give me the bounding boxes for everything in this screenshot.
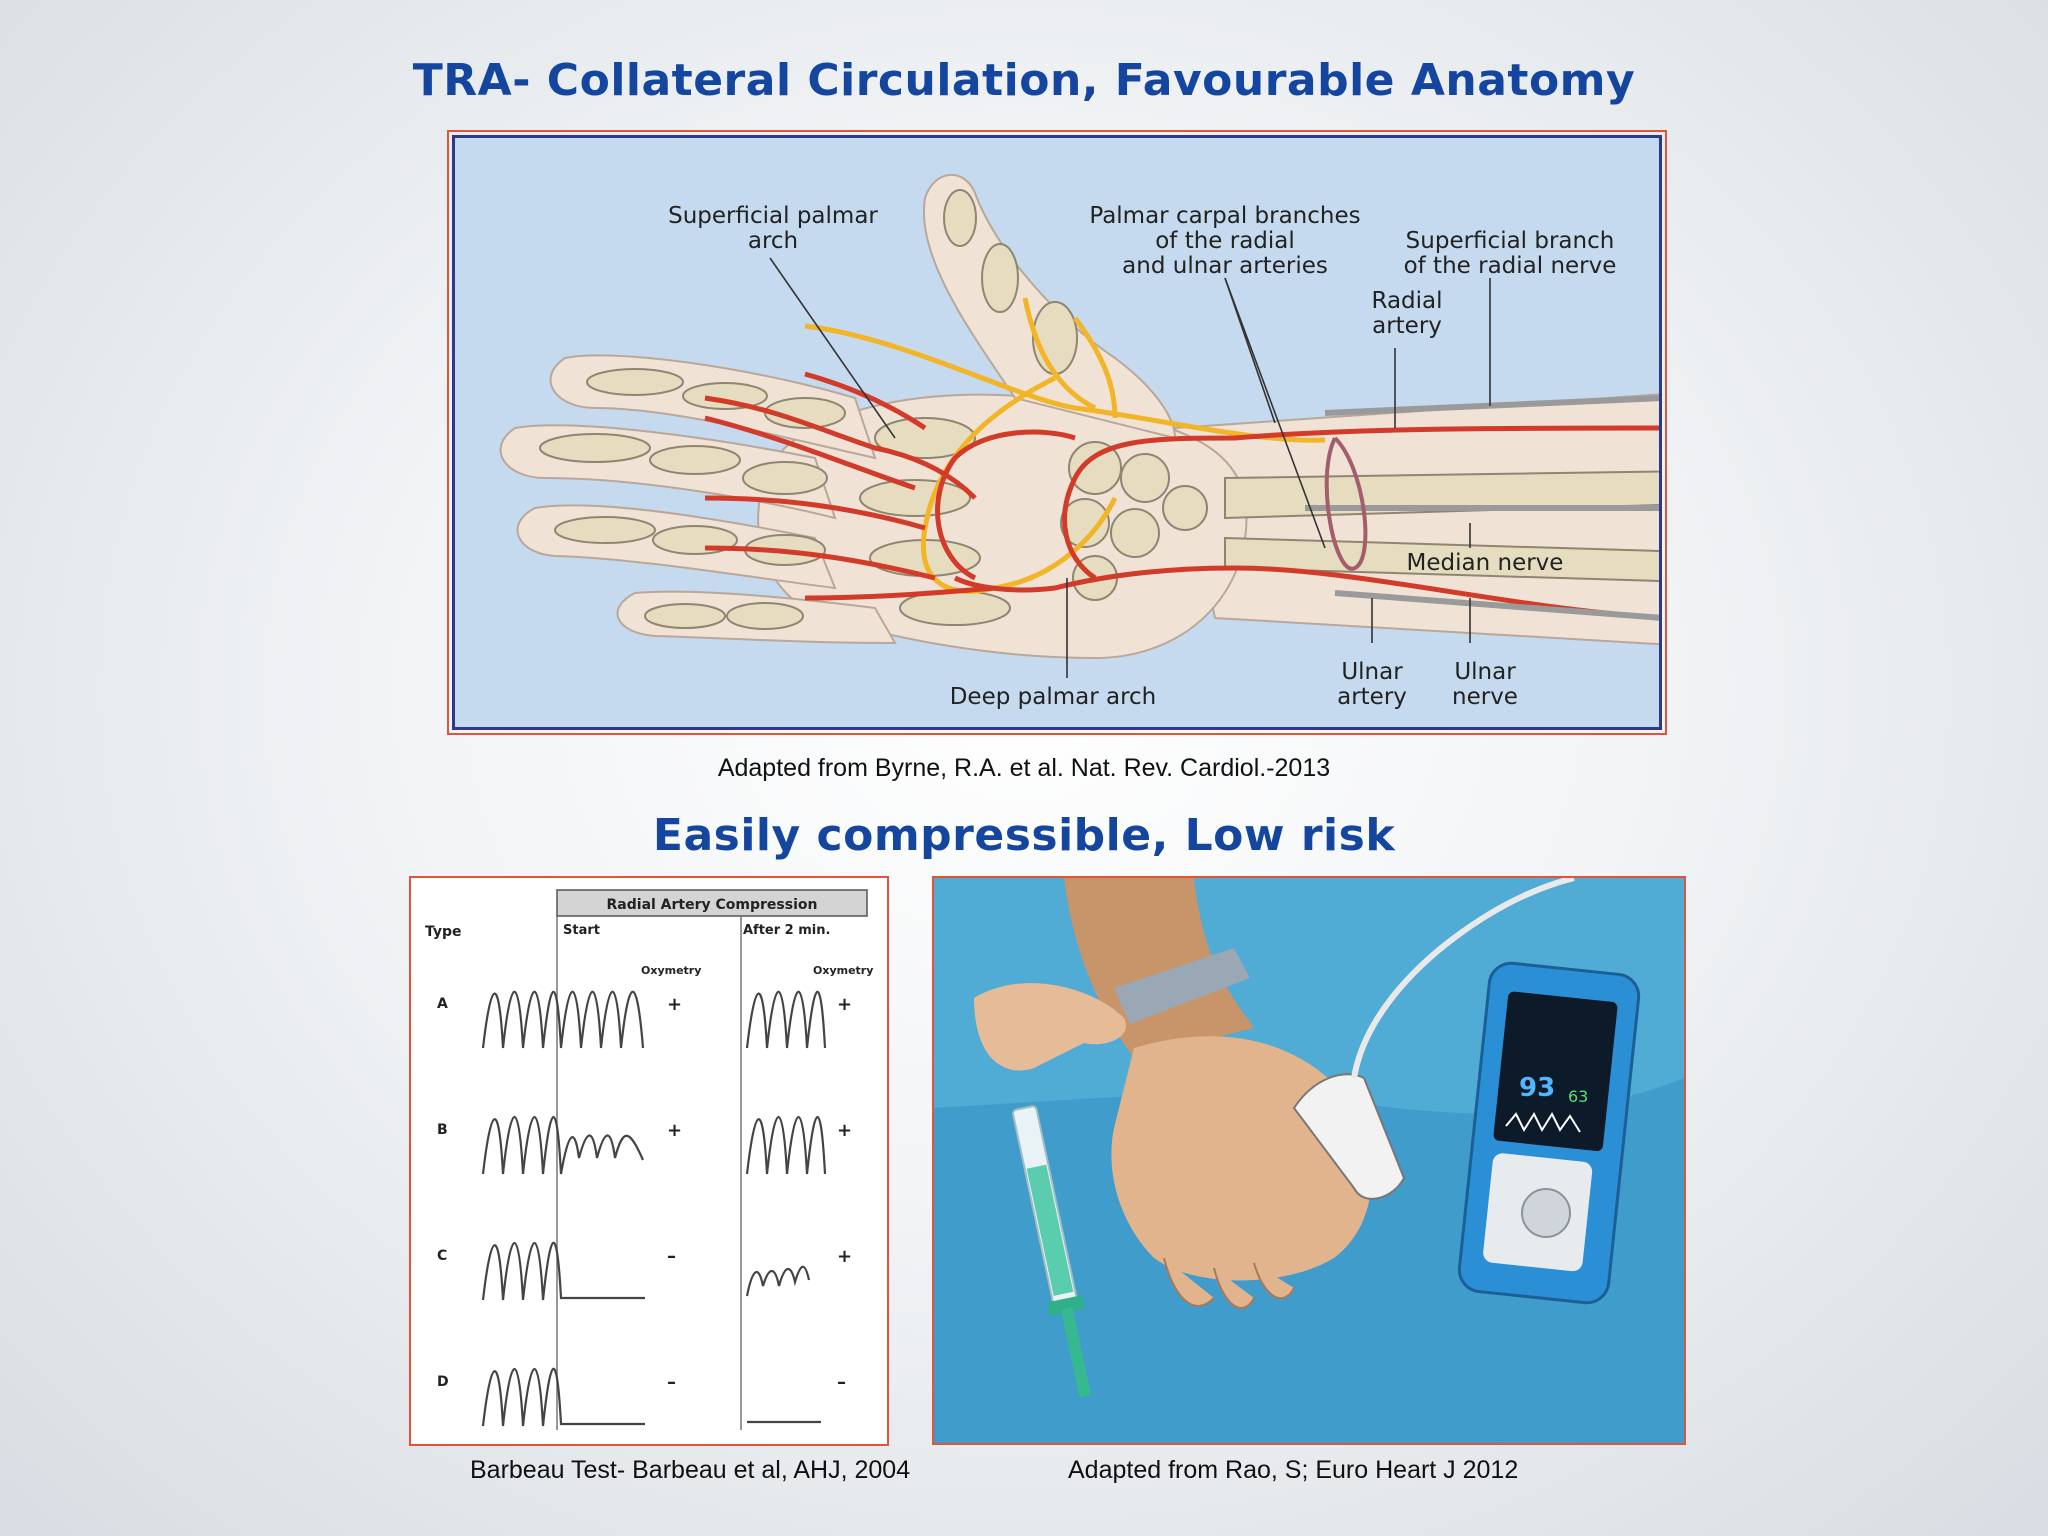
leader-lines: [769, 257, 1491, 678]
sign-d-start: –: [667, 1372, 676, 1393]
sign-d-after: –: [837, 1372, 846, 1393]
waveforms: [481, 990, 827, 1427]
wave-a-after: [745, 990, 827, 1049]
anatomy-panel: Superficial palmar arch Palmar carpal br…: [452, 135, 1662, 730]
label-radial-artery-2: artery: [1372, 313, 1442, 339]
syringe: [1012, 1105, 1092, 1398]
label-ulnar-nerve-1: Ulnar: [1454, 659, 1516, 685]
sign-b-after: +: [837, 1120, 852, 1141]
label-ulnar-artery-2: artery: [1337, 684, 1407, 710]
photo-illustration: 93 63: [934, 878, 1684, 1443]
slide-title-top: TRA- Collateral Circulation, Favourable …: [412, 55, 1636, 106]
oximeter-waveform: [1505, 1111, 1581, 1133]
sign-c-start: –: [667, 1246, 676, 1267]
photo-caption: Adapted from Rao, S; Euro Heart J 2012: [1068, 1456, 1519, 1484]
wave-a-start: [481, 990, 645, 1049]
slide-title-bottom: Easily compressible, Low risk: [652, 810, 1396, 861]
type-d: D: [437, 1374, 449, 1390]
oxymetry-label-after: Oxymetry: [813, 964, 873, 977]
pulse-oximeter: [1457, 961, 1641, 1305]
sign-b-start: +: [667, 1120, 682, 1141]
oximeter-pulse: 63: [1568, 1087, 1588, 1106]
anatomy-caption: Adapted from Byrne, R.A. et al. Nat. Rev…: [717, 754, 1331, 782]
oximetry-photo: 93 63: [932, 876, 1686, 1445]
wristband: [1114, 948, 1250, 1024]
header-box: [556, 889, 868, 917]
sign-c-after: +: [837, 1246, 852, 1267]
anatomy-figure: Superficial palmar arch Palmar carpal br…: [447, 130, 1667, 735]
oximeter-reading: 93: [1519, 1073, 1555, 1103]
header-radial-artery-compression: Radial Artery Compression: [607, 897, 818, 913]
barbeau-test-figure: Radial Artery Compression Type Start Aft…: [409, 876, 889, 1446]
barbeau-caption: Barbeau Test- Barbeau et al, AHJ, 2004: [470, 1456, 911, 1484]
sign-a-after: +: [837, 994, 852, 1015]
sign-a-start: +: [667, 994, 682, 1015]
arteries: [704, 371, 1659, 621]
wave-b-after: [745, 1116, 827, 1175]
label-palmar-carpal-1: Palmar carpal branches: [1089, 203, 1360, 229]
label-ulnar-artery-1: Ulnar: [1341, 659, 1403, 685]
label-superficial-branch-1: Superficial branch: [1406, 228, 1615, 254]
wave-d-start: [481, 1367, 645, 1427]
carpal-branch-loop: [1324, 436, 1368, 571]
label-ulnar-nerve-2: nerve: [1452, 684, 1518, 710]
wave-c-after: [745, 1265, 811, 1297]
col-type: Type: [425, 924, 462, 940]
label-median-nerve: Median nerve: [1407, 550, 1564, 576]
label-superficial-branch-2: of the radial nerve: [1404, 253, 1617, 279]
type-a: A: [437, 996, 448, 1012]
oximeter-clip: [1292, 1073, 1406, 1200]
label-deep-palmar-arch: Deep palmar arch: [950, 684, 1157, 710]
examiner-hand: [974, 983, 1126, 1071]
label-superficial-palmar-arch-2: arch: [748, 228, 798, 254]
oxymetry-label-start: Oxymetry: [641, 964, 701, 977]
hand-anatomy-illustration: Superficial palmar arch Palmar carpal br…: [499, 173, 1659, 710]
type-b: B: [437, 1122, 448, 1138]
wave-c-start: [481, 1241, 645, 1301]
label-palmar-carpal-3: and ulnar arteries: [1122, 253, 1328, 279]
label-superficial-palmar-arch-1: Superficial palmar: [668, 203, 878, 229]
label-palmar-carpal-2: of the radial: [1155, 228, 1295, 254]
wave-b-start: [481, 1116, 645, 1175]
probe-cable: [1351, 878, 1575, 1079]
barbeau-waveforms: Radial Artery Compression Type Start Aft…: [425, 889, 873, 1430]
type-c: C: [437, 1248, 447, 1264]
bones: [539, 189, 1659, 630]
col-start: Start: [563, 923, 600, 938]
col-after-2-min: After 2 min.: [743, 923, 830, 938]
label-radial-artery-1: Radial: [1371, 288, 1442, 314]
